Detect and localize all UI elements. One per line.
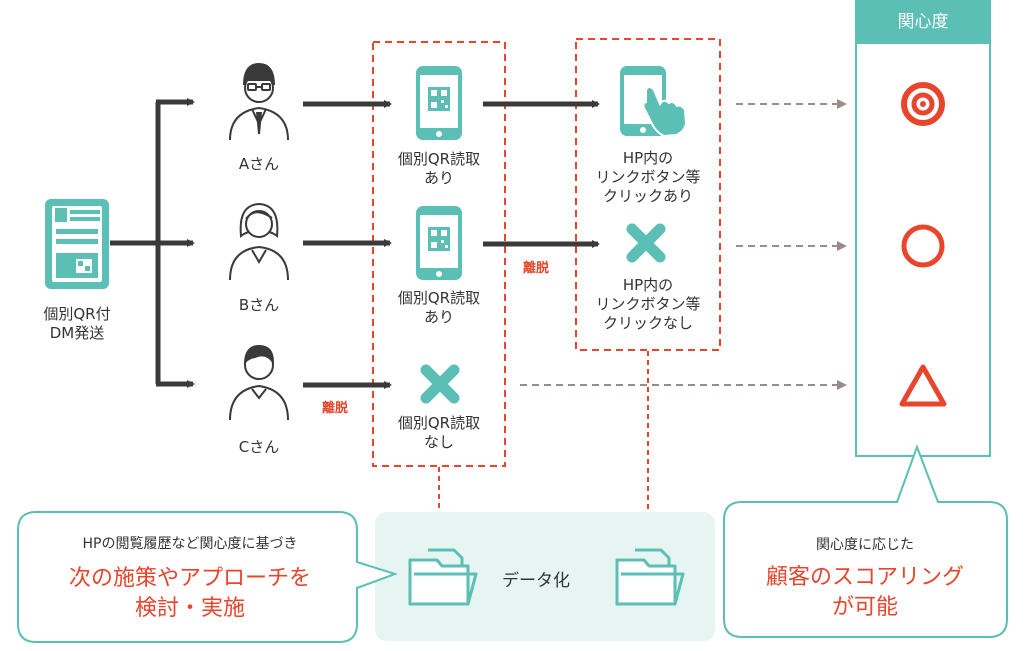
data-box-label: データ化 bbox=[502, 571, 570, 591]
qr-result-c-line2: なし bbox=[423, 433, 454, 451]
person-b-icon bbox=[229, 202, 289, 281]
left-speech-bubble bbox=[17, 511, 399, 643]
click-result-b-line2: リンクボタン等 bbox=[595, 295, 701, 313]
folder-icon-right bbox=[615, 548, 685, 606]
qr-result-b: 個別QR読取 あり bbox=[379, 289, 499, 327]
right-bubble-headline-line1: 顧客のスコアリング bbox=[765, 565, 964, 590]
dropout-label-c: 離脱 bbox=[322, 401, 349, 416]
qr-result-c-line1: 個別QR読取 bbox=[397, 414, 481, 432]
click-result-b-line3: クリックなし bbox=[602, 314, 693, 332]
qr-result-a-line1: 個別QR読取 bbox=[397, 150, 481, 168]
right-speech-bubble bbox=[723, 444, 1008, 638]
qr-result-a-line2: あり bbox=[423, 169, 454, 187]
left-bubble-headline-line1: 次の施策やアプローチを bbox=[68, 566, 311, 591]
data-box bbox=[375, 512, 715, 641]
click-result-a-line2: リンクボタン等 bbox=[595, 168, 701, 186]
left-bubble-headline: 次の施策やアプローチを 検討・実施 bbox=[30, 564, 350, 624]
person-a-name: Aさん bbox=[238, 155, 280, 173]
left-bubble-caption: HPの閲覧履歴など関心度に基づき bbox=[82, 536, 298, 552]
phone-qr-icon-b bbox=[416, 206, 462, 280]
qr-result-box bbox=[372, 41, 506, 467]
click-result-box bbox=[575, 38, 721, 351]
dropout-label-b: 離脱 bbox=[523, 261, 550, 276]
qr-result-c: 個別QR読取 なし bbox=[379, 414, 499, 452]
dm-label-line1: 個別QR付 bbox=[43, 305, 111, 323]
interest-panel-title: 関心度 bbox=[855, 0, 991, 44]
dm-label: 個別QR付 DM発送 bbox=[28, 305, 126, 343]
right-bubble-caption: 関心度に応じた bbox=[816, 537, 914, 553]
dm-label-line2: DM発送 bbox=[49, 324, 105, 342]
double-circle-icon bbox=[901, 82, 945, 126]
click-result-a-line3: クリックあり bbox=[602, 187, 693, 205]
person-c-icon bbox=[229, 344, 289, 421]
qr-result-b-line2: あり bbox=[423, 308, 454, 326]
person-b-name: Bさん bbox=[238, 296, 280, 314]
dm-card-icon bbox=[45, 199, 109, 289]
person-c-name: Cさん bbox=[238, 438, 280, 456]
phone-qr-icon-a bbox=[416, 66, 462, 140]
qr-result-b-line1: 個別QR読取 bbox=[397, 289, 481, 307]
click-result-a: HP内の リンクボタン等 クリックあり bbox=[580, 149, 716, 206]
right-bubble-headline-line2: が可能 bbox=[831, 595, 898, 620]
branch-arrows bbox=[110, 98, 600, 389]
click-result-b: HP内の リンクボタン等 クリックなし bbox=[580, 276, 716, 333]
right-bubble-headline: 顧客のスコアリング が可能 bbox=[730, 563, 1000, 623]
qr-result-a: 個別QR読取 あり bbox=[379, 150, 499, 188]
score-arrows bbox=[520, 99, 847, 390]
person-a-icon bbox=[229, 62, 289, 141]
triangle-icon bbox=[899, 364, 947, 407]
left-bubble-headline-line2: 検討・実施 bbox=[134, 596, 245, 621]
phone-tap-icon bbox=[620, 66, 688, 138]
cross-icon-click bbox=[626, 223, 666, 263]
cross-icon-qr bbox=[420, 364, 460, 404]
click-result-a-line1: HP内の bbox=[622, 149, 674, 167]
circle-icon bbox=[901, 224, 945, 268]
folder-icon-left bbox=[408, 548, 478, 606]
click-result-b-line1: HP内の bbox=[622, 276, 674, 294]
